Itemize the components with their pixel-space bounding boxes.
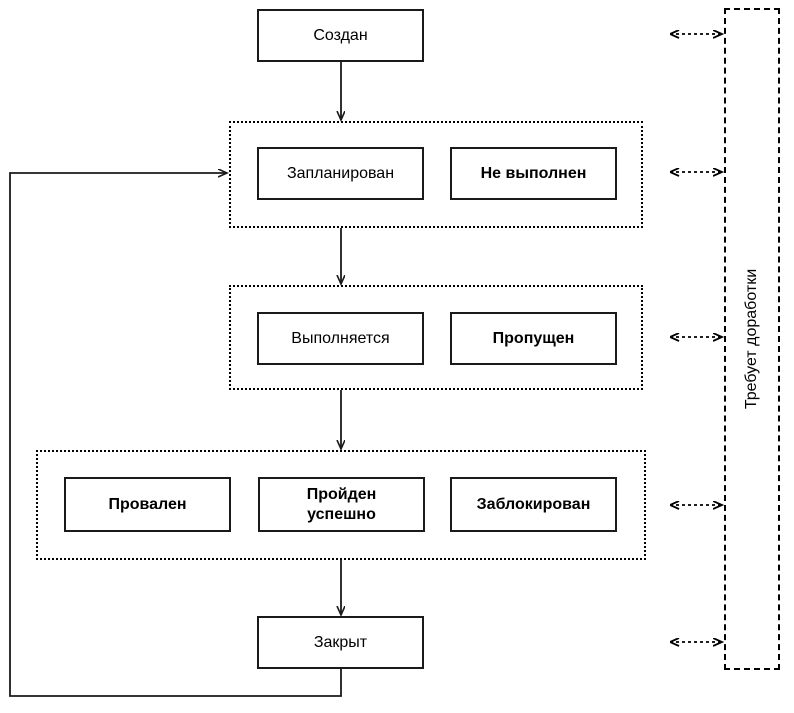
node-closed[interactable]: Закрыт <box>257 616 424 669</box>
node-planned-label: Запланирован <box>286 164 395 182</box>
node-passed-label: Пройден успешно <box>306 485 377 523</box>
node-created-label: Создан <box>313 26 368 44</box>
node-running[interactable]: Выполняется <box>257 312 424 365</box>
node-not-done-label: Не выполнен <box>480 164 587 182</box>
node-passed[interactable]: Пройден успешно <box>258 477 425 532</box>
node-planned[interactable]: Запланирован <box>257 147 424 200</box>
node-running-label: Выполняется <box>291 329 390 347</box>
rework-panel: Требует доработки <box>724 8 780 670</box>
node-skipped-label: Пропущен <box>492 329 575 347</box>
node-failed[interactable]: Провален <box>64 477 231 532</box>
node-closed-label: Закрыт <box>313 633 368 651</box>
node-failed-label: Провален <box>108 495 187 513</box>
node-blocked-label: Заблокирован <box>476 495 591 513</box>
node-blocked[interactable]: Заблокирован <box>450 477 617 532</box>
rework-panel-label: Требует доработки <box>743 268 760 410</box>
node-created[interactable]: Создан <box>257 9 424 62</box>
node-not-done[interactable]: Не выполнен <box>450 147 617 200</box>
node-skipped[interactable]: Пропущен <box>450 312 617 365</box>
